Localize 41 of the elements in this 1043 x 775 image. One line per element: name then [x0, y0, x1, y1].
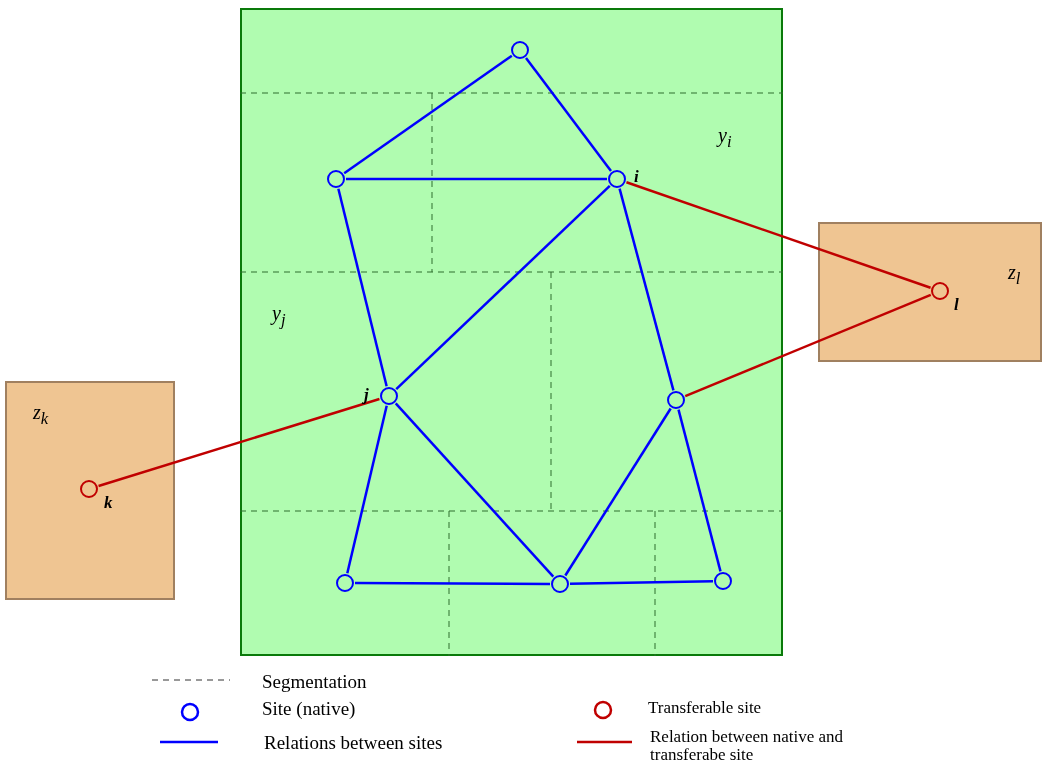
site-label: j — [364, 386, 369, 403]
region-label: z$_{l}$ — [1008, 262, 1021, 288]
relation-line — [394, 402, 555, 578]
region-label: y$_{j}$ — [272, 303, 286, 329]
legend-text: Segmentation — [262, 672, 367, 692]
site-circle — [551, 575, 569, 593]
external-region-box — [5, 381, 175, 600]
relation-line — [525, 57, 612, 172]
relation-line — [343, 54, 513, 175]
site-circle — [336, 574, 354, 592]
relation-line — [395, 185, 611, 390]
site-label: k — [104, 494, 113, 511]
relation-line — [346, 177, 607, 181]
external-region-box — [818, 222, 1042, 362]
relation-line — [98, 397, 380, 488]
site-circle — [608, 170, 626, 188]
site-circle — [511, 41, 529, 59]
relation-line — [677, 409, 722, 572]
site-circle — [714, 572, 732, 590]
site-circle — [80, 480, 98, 498]
legend-text: Relations between sites — [264, 733, 443, 753]
region-label: y$_{i}$ — [718, 125, 732, 151]
relation-line — [684, 293, 932, 398]
legend-text: Site (native) — [262, 699, 356, 719]
relation-line — [626, 181, 931, 289]
region-label: z$_{k}$ — [33, 402, 49, 428]
site-circle — [327, 170, 345, 188]
site-circle — [380, 387, 398, 405]
relation-line — [569, 579, 714, 586]
relation-line — [564, 407, 672, 577]
legend-text: Transferable site — [648, 699, 763, 717]
relation-line — [355, 581, 550, 586]
region-box — [240, 8, 783, 656]
site-circle — [931, 282, 949, 300]
site-label: i — [634, 168, 639, 185]
legend-text: Relation between native and transferabe site — [650, 728, 845, 764]
relation-line — [337, 188, 388, 387]
site-circle — [667, 391, 685, 409]
relation-line — [346, 405, 388, 574]
site-label: l — [954, 296, 959, 313]
relation-line — [618, 188, 675, 391]
